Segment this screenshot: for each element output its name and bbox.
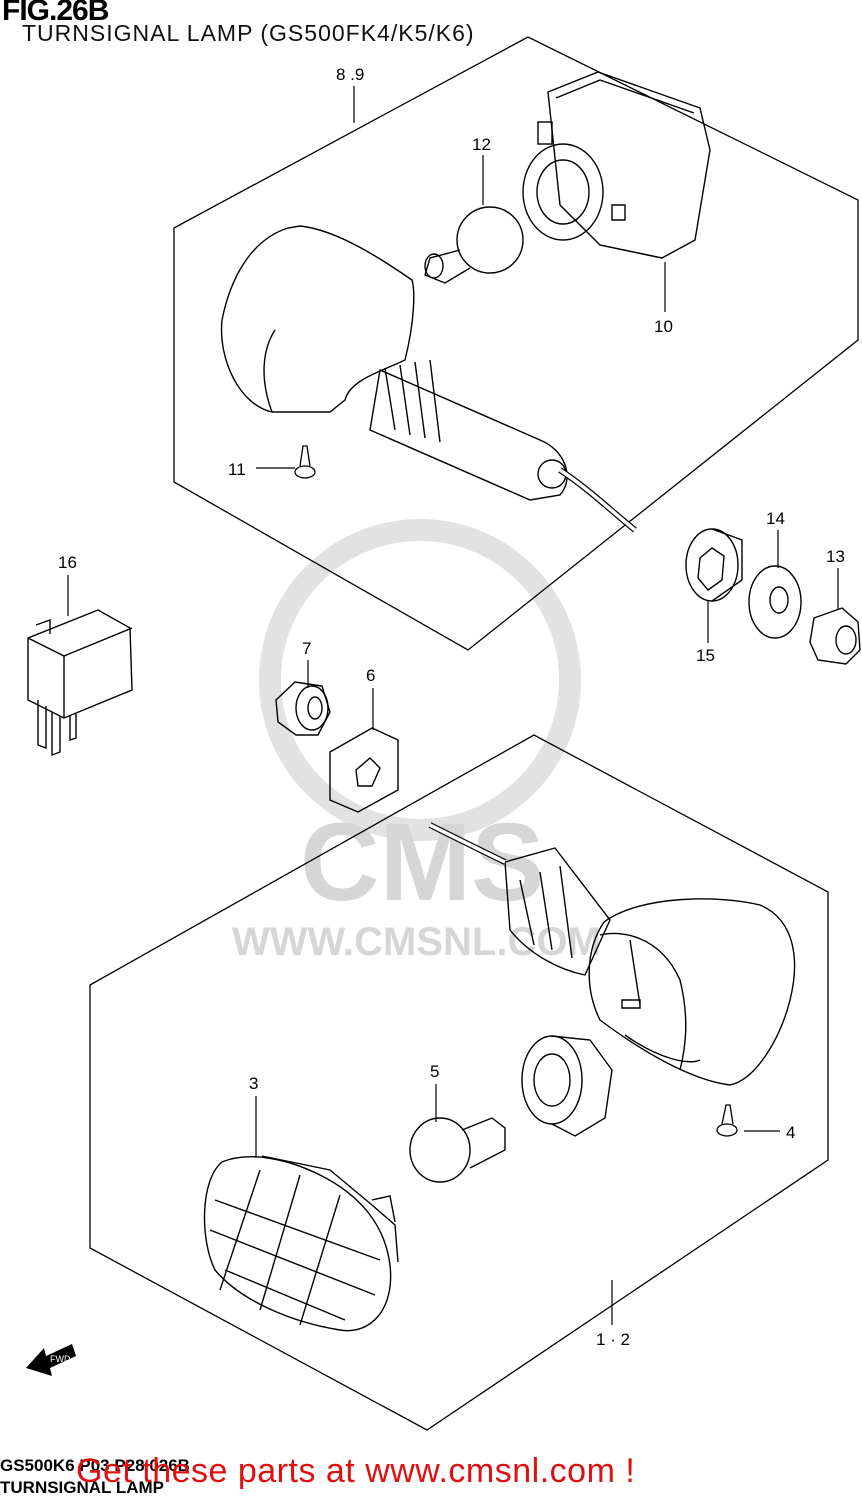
promo-link[interactable]: Get these parts at www.cmsnl.com ! xyxy=(76,1452,636,1490)
cushion-part-6 xyxy=(329,727,399,813)
grommet-part-7 xyxy=(275,681,331,736)
watermark-url: WWW.CMSNL.COM xyxy=(232,920,601,964)
diagram-code: GS500K6 P03 P28 026B xyxy=(0,1456,190,1475)
nut-part-13 xyxy=(809,607,861,665)
bulb-socket-lower xyxy=(521,1035,613,1137)
callout-7: 7 xyxy=(302,639,311,658)
relay-part-16 xyxy=(27,609,133,757)
bulb-part-12 xyxy=(424,206,524,284)
callout-6: 6 xyxy=(366,666,375,685)
callout-16: 16 xyxy=(58,553,77,572)
lower-assembly-frame xyxy=(89,734,829,1431)
fwd-label: FWD xyxy=(50,1354,71,1364)
lens-part-3 xyxy=(203,1155,399,1332)
screw-part-11 xyxy=(294,445,316,479)
callout-3: 3 xyxy=(249,1074,258,1093)
turnsignal-body-lower xyxy=(428,822,796,1086)
callout-14: 14 xyxy=(766,509,785,528)
fwd-arrow-icon: FWD xyxy=(26,1344,76,1376)
bulb-part-5 xyxy=(409,1117,506,1183)
lens-housing-part-10 xyxy=(522,71,711,259)
leader-lines xyxy=(67,86,839,1325)
callout-5: 5 xyxy=(430,1062,439,1081)
callout-1-2: 1 · 2 xyxy=(596,1330,630,1349)
callout-4: 4 xyxy=(786,1123,795,1142)
callout-8-9: 8 .9 xyxy=(336,65,364,84)
callout-15: 15 xyxy=(696,646,715,665)
washer-part-14 xyxy=(748,565,802,639)
callout-13: 13 xyxy=(826,547,845,566)
upper-assembly-frame xyxy=(173,36,859,651)
nut-part-15 xyxy=(685,528,743,602)
figure-title: FIG.26B xyxy=(2,0,109,27)
watermark: CMS WWW.CMSNL.COM xyxy=(232,519,601,964)
callout-10: 10 xyxy=(654,317,673,336)
diagram-name: TURNSIGNAL LAMP xyxy=(0,1478,165,1497)
turnsignal-body-upper xyxy=(220,225,637,533)
callout-11: 11 xyxy=(228,460,246,479)
screw-part-4 xyxy=(716,1104,738,1137)
watermark-ring xyxy=(259,519,581,841)
callout-12: 12 xyxy=(472,135,491,154)
figure-subtitle: TURNSIGNAL LAMP (GS500FK4/K5/K6) xyxy=(22,20,475,46)
